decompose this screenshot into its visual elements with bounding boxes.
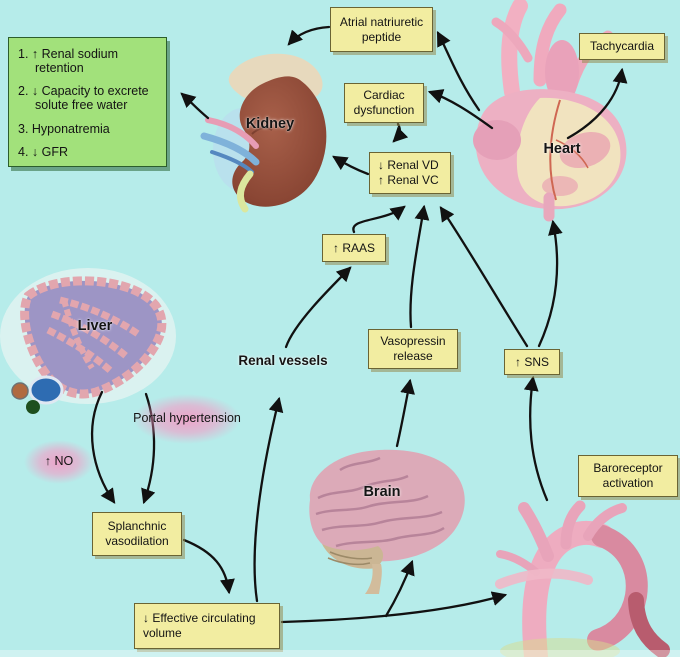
arrow-heart-to-tachycardia <box>566 67 628 140</box>
liver-illustration <box>0 268 176 414</box>
brain-label: Brain <box>363 484 401 500</box>
label-box-baroreceptor-activation: Baroreceptor activation <box>578 455 678 497</box>
arrow-renal-to-kidney <box>332 155 370 176</box>
label-box-atrial-natriuretic-peptide: Atrial natriuretic peptide <box>330 7 433 52</box>
arrow-cardiac-dysfunction-to-renal <box>392 122 409 143</box>
arrow-splanchnic-to-ecv <box>182 538 235 595</box>
arrow-brain-to-vasopressin <box>395 378 415 448</box>
label-box-cardiac-dysfunction: Cardiac dysfunction <box>344 83 424 123</box>
consequence-item: 1. ↑ Renal sodium retention <box>18 47 119 75</box>
label-box-sns: ↑ SNS <box>504 349 560 375</box>
arrow-vessels-to-sns <box>523 375 549 502</box>
label-box-effective-circulating-volume: ↓ Effective circulating volume <box>134 603 280 649</box>
arrow-sns-to-renal <box>439 206 529 348</box>
arrow-ecv-to-vessels <box>280 591 508 624</box>
label-box-vasopressin-release: Vasopressin release <box>368 329 458 369</box>
label-increased-no: ↑ NO <box>24 440 94 484</box>
label-box-raas: ↑ RAAS <box>322 234 386 262</box>
label-box-renal-vd-vc: ↓ Renal VD ↑ Renal VC <box>369 152 451 194</box>
vessels-illustration <box>495 500 670 657</box>
arrow-heart-to-anp <box>436 31 481 112</box>
bottom-edge-strip <box>0 650 680 657</box>
label-portal-hypertension: Portal hypertension <box>133 394 241 444</box>
consequence-item: 4. ↓ GFR <box>18 144 69 159</box>
arrow-raas-to-renal <box>352 205 406 234</box>
liver-label: Liver <box>77 318 113 334</box>
renal-vc-line: ↑ Renal VC <box>378 173 439 187</box>
renal-vd-line: ↓ Renal VD <box>378 158 439 173</box>
arrow-kidney-to-summary <box>180 92 210 120</box>
kidney-label: Kidney <box>245 116 295 132</box>
brain-illustration <box>309 449 465 594</box>
renal-vessels-label: Renal vessels <box>238 353 328 368</box>
arrow-vasopressin-to-renal <box>409 204 430 329</box>
renal-consequences-box: 1. ↑ Renal sodium retention 2. ↓ Capacit… <box>8 37 167 167</box>
flow-arrows <box>91 25 628 624</box>
arrow-liver-to-splanchnic-left <box>91 390 116 504</box>
label-box-splanchnic-vasodilation: Splanchnic vasodilation <box>92 512 182 556</box>
label-box-tachycardia: Tachycardia <box>579 33 665 60</box>
arrow-heart-to-cardiac-dysfunction <box>427 89 494 130</box>
heart-label: Heart <box>543 141 581 157</box>
arrow-ecv-to-brain <box>384 559 415 618</box>
consequence-item: 2. ↓ Capacity to excrete solute free wat… <box>18 84 149 113</box>
arrow-sns-to-heart <box>537 219 563 348</box>
kidney-illustration <box>200 53 327 213</box>
arrow-anp-to-kidney <box>287 25 331 46</box>
arrow-renal-vessels-to-raas <box>284 266 352 349</box>
arrow-ecv-to-renal-vessels <box>253 396 284 603</box>
consequence-item: 3. Hyponatremia <box>18 121 110 136</box>
